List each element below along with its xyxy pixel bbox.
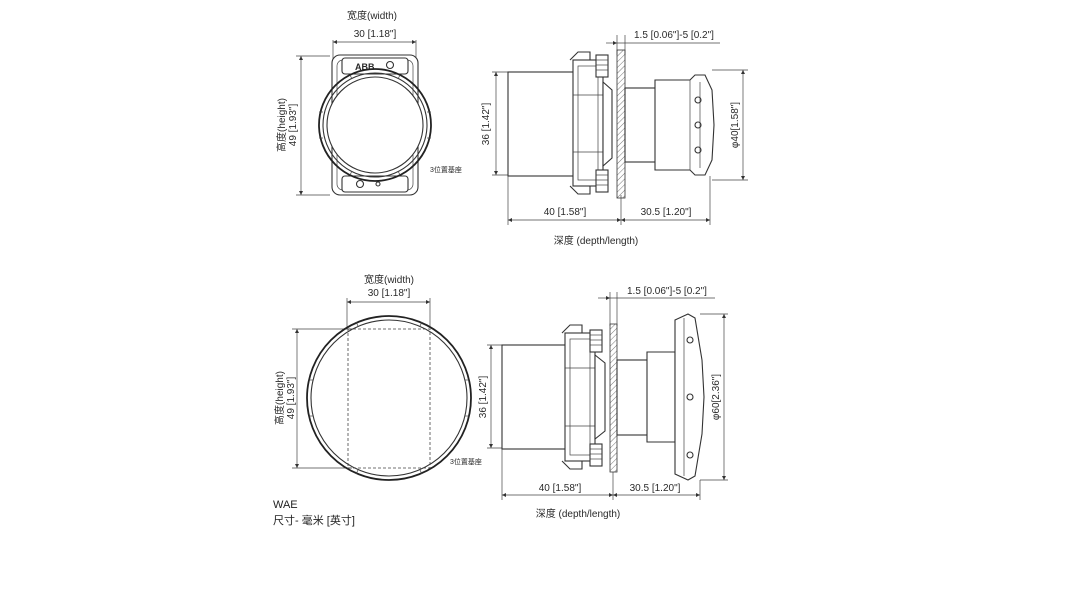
top-front-width-label: 宽度(width) (347, 9, 397, 22)
bottom-side-depth-label: 深度 (depth/length) (536, 507, 621, 520)
terminal-top-b (589, 329, 603, 353)
model-name: WAE (273, 499, 298, 511)
top-side-depth-right: 30.5 [1.20"] (641, 207, 692, 218)
top-side-diameter-value: φ40[1.58"] (730, 102, 741, 148)
top-side-depth-label: 深度 (depth/length) (554, 234, 639, 247)
top-side-height-value: 36 [1.42"] (481, 103, 492, 146)
top-side-depth-left: 40 [1.58"] (544, 207, 587, 218)
top-side-view: 1.5 [0.06"]-5 [0.2"] 36 [1.42"] (481, 30, 748, 247)
top-side-panel-value: 1.5 [0.06"]-5 [0.2"] (634, 30, 714, 41)
bottom-front-width-value: 30 [1.18"] (368, 288, 411, 299)
bottom-side-depth-right: 30.5 [1.20"] (630, 483, 681, 494)
bottom-front-height-label: 高度(height) (273, 371, 286, 425)
bottom-side-diameter-value: φ60[2.36"] (711, 374, 722, 420)
top-front-view: 宽度(width) 30 [1.18"] 高度(height) 49 [1.93… (275, 9, 462, 196)
units-note: 尺寸- 毫米 [英寸] (273, 513, 355, 527)
top-front-height-label: 高度(height) (275, 98, 288, 152)
contact-body (507, 71, 575, 177)
terminal-bottom-b (589, 443, 603, 467)
button-cap (326, 76, 424, 174)
bottom-side-height-value: 36 [1.42"] (478, 376, 489, 419)
bottom-front-height-value: 49 [1.93"] (286, 377, 297, 420)
bottom-front-view: 宽度(width) 30 [1.18"] 高度(height) 49 [1.93… (273, 273, 482, 481)
bottom-side-panel-value: 1.5 [0.06"]-5 [0.2"] (627, 286, 707, 297)
mounting-panel-b (609, 323, 618, 473)
bottom-side-cap (674, 313, 705, 481)
bottom-front-note: 3位置基座 (450, 457, 482, 466)
top-front-height-value: 49 [1.93"] (288, 104, 299, 147)
mushroom-cap (306, 315, 472, 481)
top-side-cap (654, 74, 715, 176)
contact-body-bottom (501, 344, 567, 450)
hidden-base-outline (347, 328, 431, 469)
bottom-front-width-label: 宽度(width) (364, 273, 414, 286)
terminal-bottom (595, 169, 609, 193)
mounting-panel (616, 49, 626, 199)
bezel-ring (318, 68, 432, 182)
bottom-side-view: 1.5 [0.06"]-5 [0.2"] 36 [1.42"] (478, 286, 728, 520)
terminal-top (595, 54, 609, 78)
abb-logo: ABB (355, 62, 375, 72)
top-front-note: 3位置基座 (430, 165, 462, 174)
bottom-side-depth-left: 40 [1.58"] (539, 483, 582, 494)
top-front-width-value: 30 [1.18"] (354, 29, 397, 40)
